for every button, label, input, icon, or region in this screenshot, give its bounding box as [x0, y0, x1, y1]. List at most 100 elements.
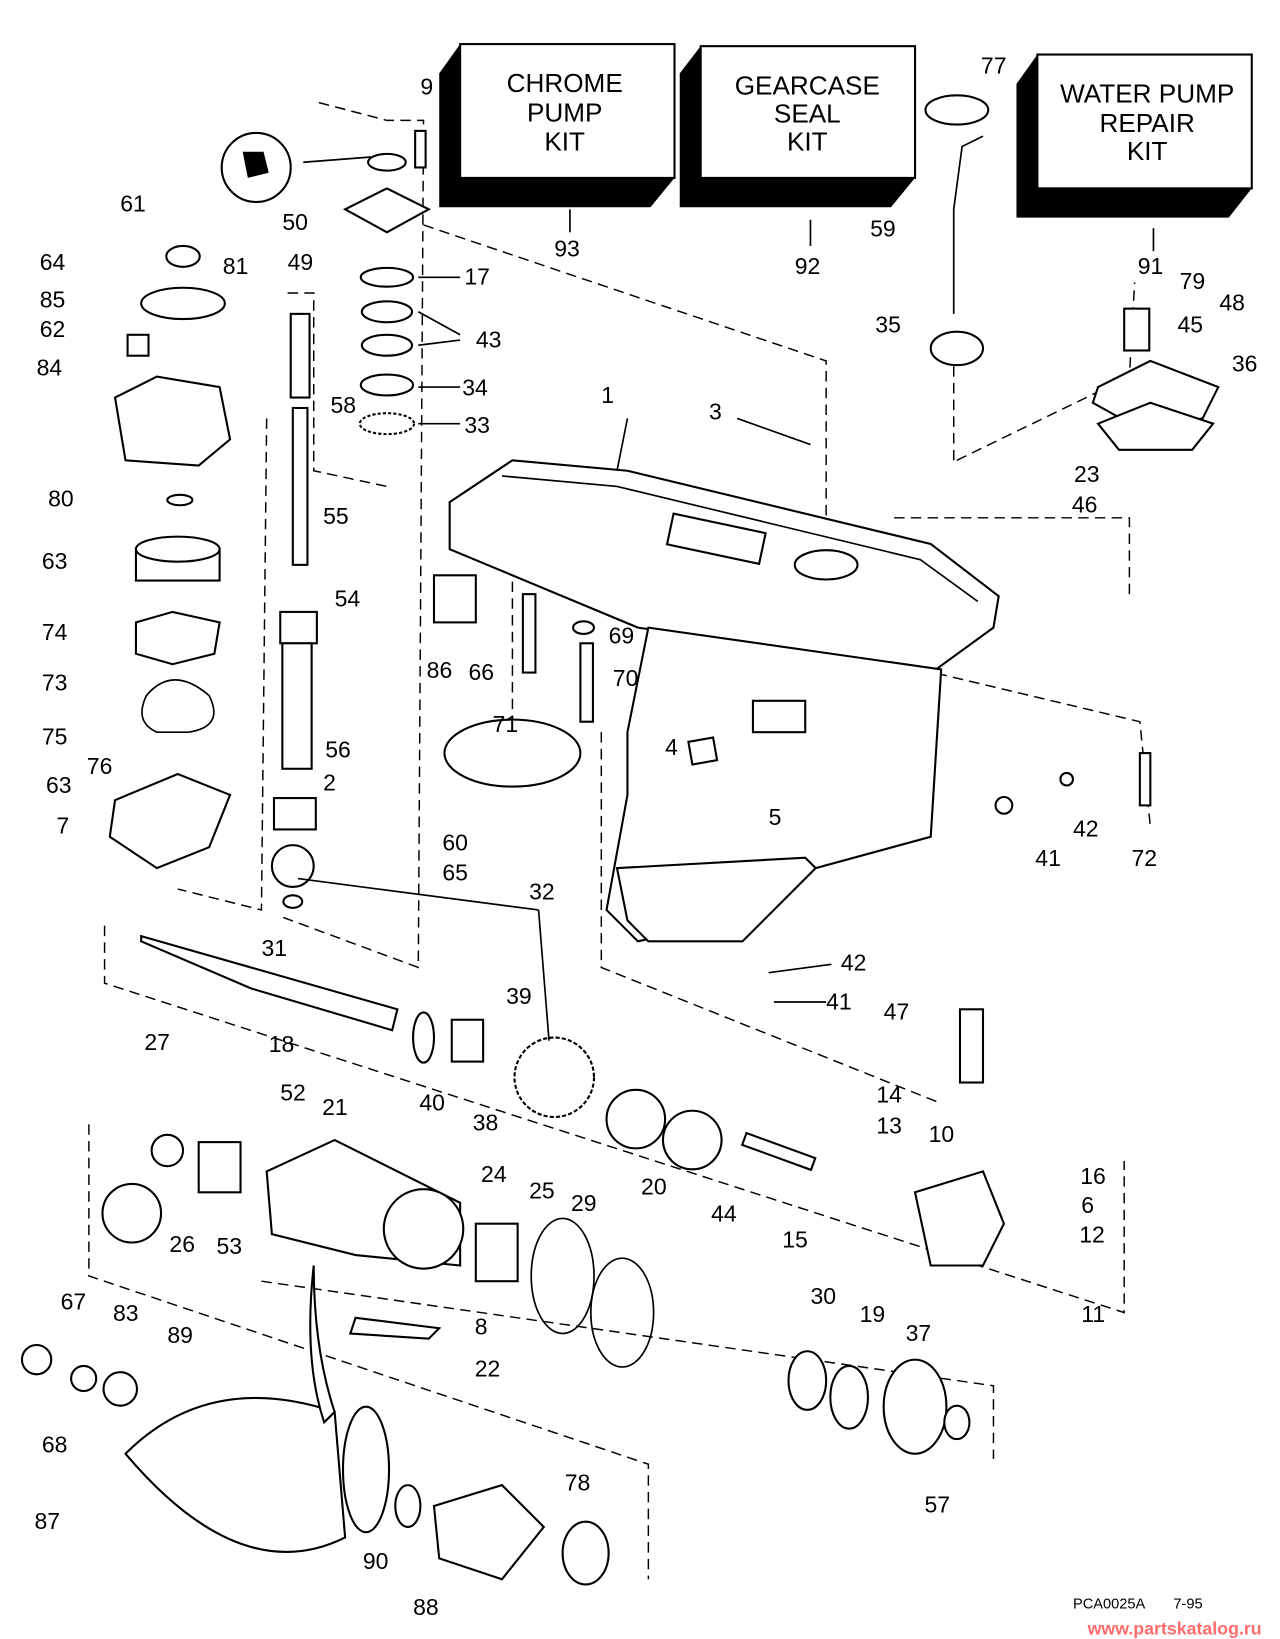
callout-90: 90	[363, 1548, 389, 1574]
callout-67: 67	[61, 1288, 87, 1314]
kit-title-line: REPAIR	[1100, 108, 1195, 138]
callout-44: 44	[711, 1201, 737, 1227]
kit-title-line: CHROME	[507, 68, 623, 98]
callout-14: 14	[876, 1081, 902, 1107]
kit-title-line: PUMP	[527, 97, 602, 127]
callout-62: 62	[40, 316, 66, 342]
callout-45: 45	[1178, 312, 1204, 338]
callout-81: 81	[223, 253, 249, 279]
callout-5: 5	[769, 804, 782, 830]
callout-74: 74	[42, 619, 68, 645]
kit-title-line: KIT	[544, 127, 585, 157]
callout-64: 64	[40, 249, 66, 275]
callout-32: 32	[529, 879, 555, 905]
callout-75: 75	[42, 724, 68, 750]
callout-85: 85	[40, 287, 66, 313]
kit-title-line: GEARCASE	[735, 70, 880, 100]
kit-title-line: KIT	[787, 127, 828, 157]
parts	[20, 94, 1220, 1586]
callout-3: 3	[709, 399, 722, 425]
kit-number: 92	[795, 253, 821, 279]
callout-59: 59	[870, 215, 896, 241]
callout-17: 17	[464, 264, 490, 290]
callout-15: 15	[782, 1227, 808, 1253]
callout-33: 33	[464, 412, 490, 438]
callout-72: 72	[1132, 845, 1158, 871]
kit-number: 93	[554, 235, 580, 261]
callout-77: 77	[981, 52, 1007, 78]
callout-52: 52	[280, 1079, 306, 1105]
callout-24: 24	[481, 1161, 507, 1187]
callout-18: 18	[269, 1031, 295, 1057]
callout-11: 11	[1081, 1301, 1105, 1327]
callout-57: 57	[924, 1491, 950, 1517]
callout-2: 2	[323, 770, 336, 796]
callout-22: 22	[475, 1355, 501, 1381]
callout-70: 70	[613, 665, 639, 691]
callout-20: 20	[641, 1173, 667, 1199]
callout-16: 16	[1080, 1163, 1106, 1189]
callout-76: 76	[87, 753, 113, 779]
kit-title-line: WATER PUMP	[1060, 79, 1234, 109]
callout-47: 47	[884, 999, 910, 1025]
callout-55: 55	[323, 503, 349, 529]
callout-19: 19	[860, 1301, 886, 1327]
kit-title-line: SEAL	[774, 99, 841, 129]
callout-78: 78	[565, 1469, 591, 1495]
callout-69: 69	[609, 622, 635, 648]
callout-86: 86	[427, 657, 453, 683]
callout-21: 21	[322, 1094, 348, 1120]
callout-4: 4	[665, 734, 678, 760]
callout-54: 54	[335, 586, 361, 612]
callout-42: 42	[841, 950, 867, 976]
callout-88: 88	[413, 1594, 439, 1620]
callout-1: 1	[601, 382, 614, 408]
callout-35: 35	[875, 312, 901, 338]
callout-8: 8	[475, 1314, 488, 1340]
kit-box-gearcase-seal: GEARCASE SEAL KIT	[679, 45, 917, 246]
callout-30: 30	[810, 1283, 836, 1309]
callout-60: 60	[442, 829, 468, 855]
callout-42: 42	[1073, 816, 1099, 842]
callout-63: 63	[46, 772, 72, 798]
callout-53: 53	[216, 1233, 242, 1259]
callout-36: 36	[1232, 350, 1258, 376]
leader-lines	[297, 156, 832, 1041]
callout-50: 50	[282, 209, 308, 235]
callout-7: 7	[56, 813, 69, 839]
callout-89: 89	[167, 1322, 193, 1348]
callout-66: 66	[468, 659, 494, 685]
kit-box-chrome-pump: CHROME PUMP KIT	[439, 43, 676, 233]
callout-9: 9	[420, 73, 433, 99]
callout-labels: 9504917433433586164858162848063747375766…	[35, 52, 1258, 1619]
callout-29: 29	[571, 1190, 597, 1216]
callout-41: 41	[826, 988, 852, 1014]
callout-25: 25	[529, 1178, 555, 1204]
callout-71: 71	[493, 711, 519, 737]
callout-80: 80	[48, 485, 74, 511]
callout-48: 48	[1219, 290, 1245, 316]
callout-49: 49	[288, 249, 314, 275]
callout-12: 12	[1079, 1222, 1105, 1248]
callout-38: 38	[473, 1110, 499, 1136]
callout-79: 79	[1180, 268, 1206, 294]
callout-41: 41	[1035, 845, 1061, 871]
callout-34: 34	[462, 374, 488, 400]
kit-box-water-pump-repair: WATER PUMP REPAIR KIT	[1016, 53, 1253, 252]
callout-40: 40	[419, 1090, 445, 1116]
callout-84: 84	[37, 355, 63, 381]
callout-56: 56	[325, 736, 351, 762]
callout-23: 23	[1074, 461, 1100, 487]
callout-65: 65	[442, 860, 468, 886]
callout-58: 58	[330, 392, 356, 418]
kit-number: 91	[1138, 253, 1164, 279]
callout-6: 6	[1081, 1192, 1094, 1218]
callout-46: 46	[1072, 492, 1098, 518]
callout-68: 68	[42, 1432, 68, 1458]
figure-code: PCA0025A	[1073, 1597, 1146, 1613]
callout-61: 61	[120, 190, 146, 216]
callout-31: 31	[261, 935, 287, 961]
callout-43: 43	[476, 326, 502, 352]
callout-26: 26	[169, 1231, 195, 1257]
